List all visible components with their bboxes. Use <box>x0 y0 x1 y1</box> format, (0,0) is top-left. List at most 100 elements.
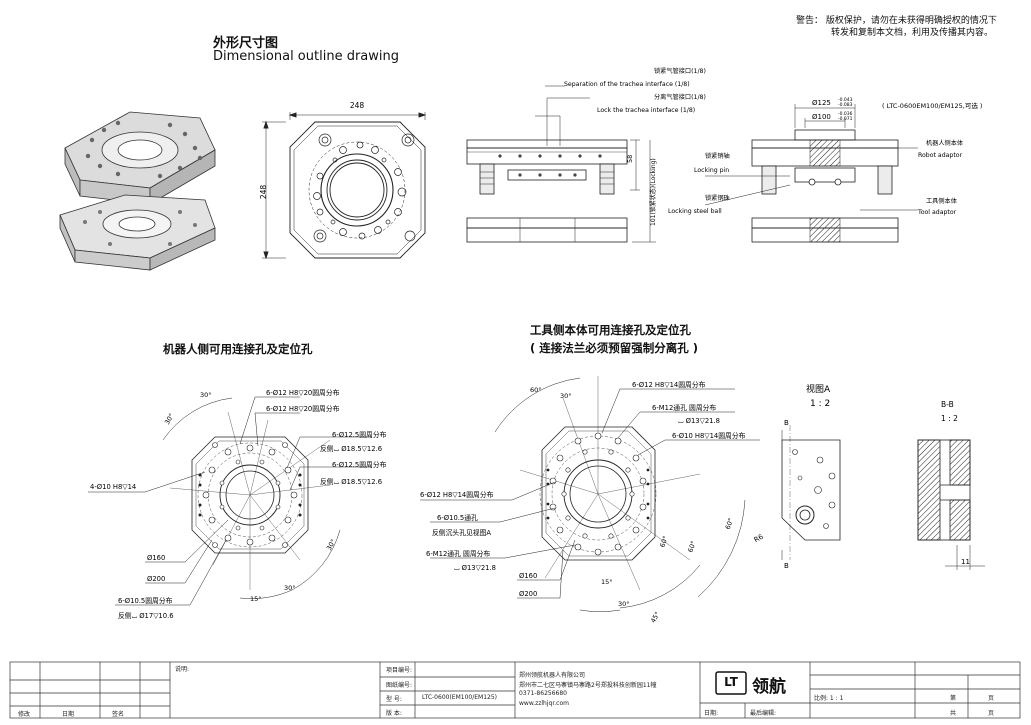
top-view <box>262 112 427 260</box>
view-a-scale: 1 : 2 <box>810 399 830 409</box>
robot-ann-5: 4-Ø10 H8▽14 <box>90 483 136 491</box>
robot-ann-3b: 反侧⌴ Ø18.5▽12.6 <box>320 444 382 453</box>
robot-ann-4: 6-Ø12.5圆周分布 <box>332 460 387 469</box>
section-view <box>704 104 918 243</box>
tool-angle-60c: 60° <box>686 540 697 554</box>
tool-angle-30: 30° <box>560 392 572 400</box>
robot-angle-30c: 30° <box>325 538 338 552</box>
copyright-notice: 警告： 版权保护，请勿在未获得明确授权的情况下 转发和复制本文档，利用及传播其内… <box>796 15 997 39</box>
tol-125-upper: -0.043 <box>838 97 853 103</box>
view-a-dim-r: R6 <box>753 532 766 544</box>
tb-scale-label: 比例: 1 : 1 <box>814 695 844 702</box>
tool-ann-7: Ø160 <box>519 572 537 580</box>
tb-company-web: www.zzlhjqr.com <box>519 700 569 707</box>
tb-approve-label: 最后编辑: <box>750 710 777 717</box>
robot-ann-2: 6-Ø12 H8▽20圆周分布 <box>266 404 340 413</box>
dim-101: 101(锁紧状态)(Locking) <box>649 158 657 226</box>
tb-date-label: 日期: <box>704 710 719 717</box>
tool-ann-4: 6-Ø12 H8▽14圆周分布 <box>420 490 494 499</box>
tool-angle-30b: 30° <box>618 600 630 608</box>
separation-port-en: Separation of the trachea interface (1/8… <box>564 81 690 88</box>
tb-total-label: 共 <box>950 710 957 717</box>
tol-100-lower: -0.071 <box>838 116 853 122</box>
tool-ann-2b: ⌴ Ø13▽21.8 <box>678 417 720 425</box>
view-a <box>781 425 841 560</box>
robot-adaptor-cn: 机器人侧本体 <box>926 139 964 147</box>
outline-title-cn: 外形尺寸图 <box>213 36 279 51</box>
tb-rev-col2: 日期 <box>62 711 75 718</box>
robot-ann-4b: 反侧⌴ Ø18.5▽12.6 <box>320 477 382 486</box>
tb-notes-label: 说明: <box>175 666 190 673</box>
tool-ann-6: 6-M12通孔 圆周分布 <box>426 549 490 558</box>
tb-company-addr: 郑州市二七区马寨镇马寨路2号郑投科技创新园11幢 <box>519 682 657 689</box>
locking-ball-cn: 锁紧钢珠 <box>705 194 731 202</box>
dim-100: Ø100 <box>812 113 831 121</box>
locking-pin-cn: 锁紧销轴 <box>705 152 730 160</box>
tool-adaptor-cn: 工具侧本体 <box>926 197 958 205</box>
tool-angle-60d: 60° <box>724 517 735 531</box>
tb-page-unit: 页 <box>988 695 995 702</box>
dim-125: Ø125 <box>812 99 831 107</box>
side-view <box>466 85 656 243</box>
robot-ann-7: Ø200 <box>147 575 165 583</box>
robot-side-view <box>88 396 372 606</box>
view-a-b-top: B <box>784 419 789 427</box>
tool-side-view <box>420 376 760 612</box>
robot-angle-30a: 30° <box>200 391 212 399</box>
tb-total-unit: 页 <box>988 710 995 717</box>
view-bb-scale: 1 : 2 <box>941 414 958 423</box>
outline-title-en: Dimensional outline drawing <box>213 49 399 64</box>
top-view-height-dim: 248 <box>259 185 268 200</box>
sep-port-cn: 分离气管接口(1/8) <box>654 93 706 101</box>
robot-side-title: 机器人侧可用连接孔及定位孔 <box>163 342 313 356</box>
robot-angle-30b: 30° <box>163 412 176 426</box>
logo-mark: LT <box>724 675 738 689</box>
tb-rev-col1: 修改 <box>18 711 31 718</box>
locking-ball-en: Locking steel ball <box>668 208 722 215</box>
tool-ann-1: 6-Ø12 H8▽14圆周分布 <box>632 380 706 389</box>
robot-adaptor-en: Robot adaptor <box>918 152 963 159</box>
robot-ann-8b: 反侧⌴ Ø17▽10.6 <box>118 611 174 620</box>
tb-model-value: LTC-0600(EM100/EM125) <box>422 694 497 701</box>
tb-company-phone: 0371-86256680 <box>519 690 567 697</box>
tool-side-title: 工具侧本体可用连接孔及定位孔 <box>530 323 691 337</box>
tool-ann-8: Ø200 <box>519 590 537 598</box>
tb-model-label: 型 号: <box>386 696 402 703</box>
view-a-title: 视图A <box>806 383 831 395</box>
robot-angle-30d: 30° <box>284 584 296 592</box>
dim-58: 58 <box>626 155 634 163</box>
tb-company-name: 郑州领航机器人有限公司 <box>519 672 586 679</box>
robot-ann-8: 6-Ø10.5圆周分布 <box>118 596 173 605</box>
tool-ann-5: 6-Ø10.5通孔 <box>437 513 478 522</box>
title-block <box>9 661 1021 719</box>
tb-series-label: 版 本: <box>386 710 402 717</box>
tb-page-label: 第 <box>950 695 957 702</box>
view-a-b-bottom: B <box>784 562 789 570</box>
view-bb <box>917 439 985 570</box>
tb-project-label: 项目编号: <box>386 667 413 674</box>
tool-angle-15: 15° <box>601 578 613 586</box>
lock-port-en: Lock the trachea interface (1/8) <box>597 107 695 114</box>
tb-rev-col3: 签名 <box>112 711 125 718</box>
view-bb-dim-11: 11 <box>961 558 970 566</box>
tol-100-upper: -0.036 <box>838 111 853 117</box>
top-view-width-dim: 248 <box>350 101 365 110</box>
notice-line-2: 转发和复制本文档，利用及传播其内容。 <box>831 28 994 38</box>
robot-ann-6: Ø160 <box>147 554 165 562</box>
tb-drawing-label: 图纸编号: <box>386 682 413 689</box>
view-bb-title: B-B <box>941 400 954 409</box>
tool-angle-45: 45° <box>649 610 662 624</box>
notice-line-1: 警告： 版权保护，请勿在未获得明确授权的情况下 <box>796 16 997 26</box>
model-note: ( LTC-0600EM100/EM125,可选 ) <box>882 101 982 110</box>
lock-port-cn: 锁紧气管接口(1/8) <box>654 67 706 75</box>
robot-ann-3: 6-Ø12.5圆周分布 <box>332 430 387 439</box>
tool-ann-3: 6-Ø10 H8▽14圆周分布 <box>672 431 746 440</box>
robot-ann-1: 6-Ø12 H8▽20圆周分布 <box>266 388 340 397</box>
tol-125-lower: -0.083 <box>838 102 853 108</box>
tool-angle-60a: 60° <box>530 386 542 394</box>
tool-ann-5b: 反侧沉头孔见视图A <box>432 528 491 537</box>
logo-text: 领航 <box>752 677 786 697</box>
tool-ann-6b: ⌴ Ø13▽21.8 <box>454 564 496 572</box>
